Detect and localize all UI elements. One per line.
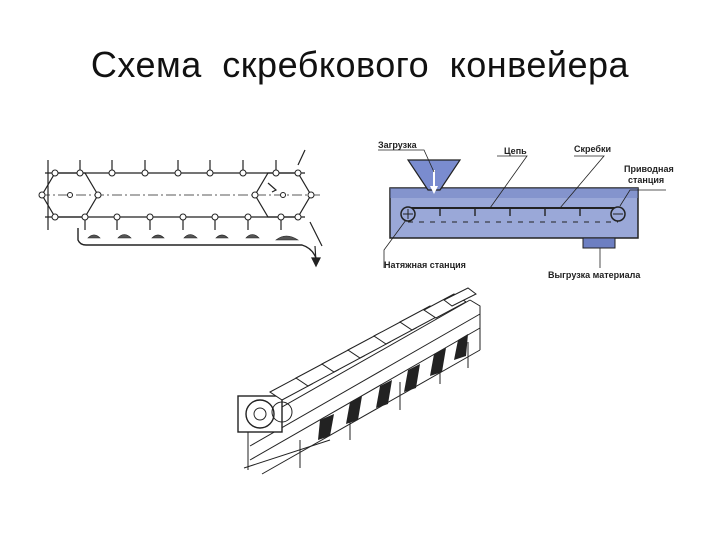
label-drive-station-1: Приводная: [624, 164, 674, 174]
conveyor-scheme: Загрузка Цепь Скребки Приводная станция …: [378, 140, 674, 280]
chain-link-dots: [38, 169, 315, 221]
discharge-chute: [582, 237, 616, 249]
perspective-scrapers: [269, 287, 477, 401]
scrapers: [439, 208, 581, 216]
page-title: Схема скребкового конвейера: [90, 44, 630, 85]
label-unloading: Выгрузка материала: [548, 270, 641, 280]
label-loading: Загрузка: [378, 140, 418, 150]
material-lumps: [87, 234, 299, 241]
chain-sketch: [40, 149, 323, 268]
label-drive-station-2: станция: [628, 175, 664, 185]
label-tension-station: Натяжная станция: [384, 260, 466, 270]
conveyor-perspective: [237, 299, 481, 475]
label-scrapers: Скребки: [574, 144, 611, 154]
label-chain: Цепь: [504, 146, 527, 156]
